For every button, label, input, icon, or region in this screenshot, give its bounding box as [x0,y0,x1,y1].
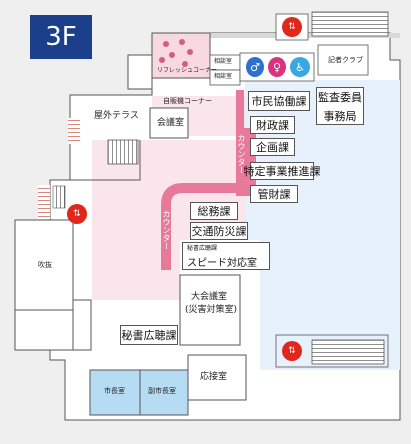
counter-2-label: カウンター [162,210,171,250]
citizen-collab-dept: 市民協働課 [248,91,310,111]
special-projects-dept: 特定事業推進課 [244,162,321,180]
planning-dept: 企画課 [250,138,295,156]
reception-room-label: 応接室 [200,372,228,382]
deputy-mayor-room-label: 副市長室 [148,387,176,395]
outdoor-terrace-label: 屋外テラス [94,111,139,121]
speed-response-room: 秘書広聴課 スピード対応室 [182,242,270,270]
atrium-label: 吹抜 [38,261,52,269]
accessible-toilet-icon: ♿ [290,57,310,77]
speed-small-label: 秘書広聴課 [187,245,218,252]
meeting-room-label: 会議室 [157,118,185,128]
elevator-icon: ⇅ [282,341,302,361]
elevator-icon: ⇅ [67,204,87,224]
floor-badge: 3F [30,15,92,59]
audit-line2: 事務局 [323,109,357,123]
audit-office: 監査委員 事務局 [316,87,364,125]
audit-line1: 監査委員 [318,90,362,104]
vending-corner-label: 自販機コーナー [163,97,212,105]
male-toilet-icon: ♂ [246,57,264,77]
counter-1-label: カウンター [237,134,246,174]
press-club-label: 記者クラブ [328,56,363,64]
finance-dept: 財政課 [250,116,295,134]
refresh-corner-label: リフレッシュコーナー [157,67,218,74]
speed-response-label: スピード対応室 [187,258,257,269]
traffic-safety-dept: 交通防災課 [190,222,248,240]
consult-room-1-label: 相談室 [214,58,233,65]
general-affairs-dept: 総務課 [190,202,238,220]
female-toilet-icon: ♀ [268,57,286,77]
secretary-pr-dept: 秘書広聴課 [120,325,178,345]
shaft [127,54,153,90]
mayor-room-label: 市長室 [104,387,125,395]
large-meeting-room-label: 大会議室 [191,292,228,302]
elevator-icon: ⇅ [282,17,302,37]
disaster-room-label: (災害対策室) [185,305,238,315]
consult-room-2-label: 相談室 [214,73,233,80]
stairs-icon [311,11,389,37]
asset-mgmt-dept: 管財課 [250,185,298,203]
